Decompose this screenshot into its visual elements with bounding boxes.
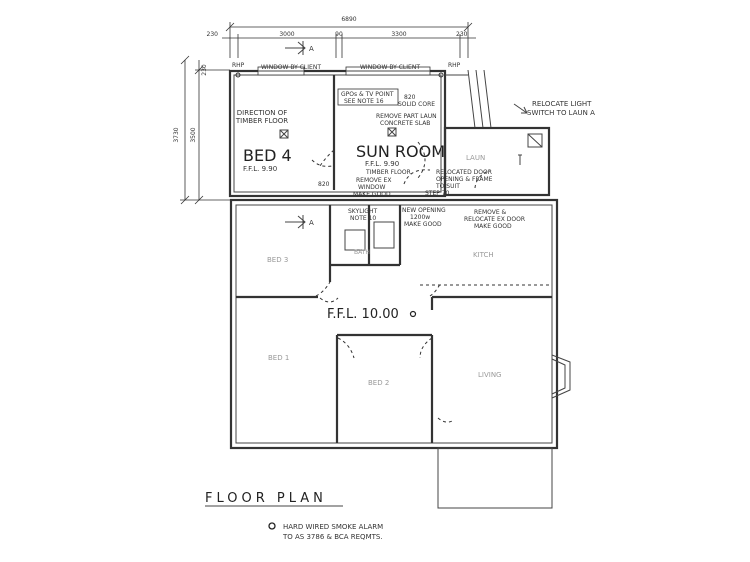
vert-small-dimension: 230 bbox=[201, 64, 208, 76]
note-remove-door-3: MAKE GOOD bbox=[474, 223, 512, 230]
room-label-bed1: BED 1 bbox=[268, 354, 289, 362]
extension-walls bbox=[228, 66, 492, 198]
light-point-sunroom bbox=[387, 127, 397, 137]
note-new-opening-2: 1200w bbox=[410, 214, 430, 221]
note-remove-door-2: RELOCATE EX DOOR bbox=[464, 216, 525, 223]
note-remove-window-3: MAKE GOOD bbox=[353, 191, 391, 198]
note-dim-820-left: 820 bbox=[318, 181, 330, 188]
bed4-width-dimension: 3000 bbox=[279, 31, 294, 38]
note-timber-floor-sun: TIMBER FLOOR bbox=[365, 169, 411, 176]
smoke-alarm-symbol bbox=[409, 310, 417, 318]
main-house-walls bbox=[229, 198, 571, 509]
note-remove-slab-2: CONCRETE SLAB bbox=[380, 120, 430, 127]
note-gpo-1: GPOs & TV POINT bbox=[341, 91, 394, 98]
room-label-sun-room: SUN ROOM bbox=[356, 142, 445, 161]
note-rhp-left: RHP bbox=[232, 62, 245, 69]
legend-smoke-alarm-symbol bbox=[268, 522, 276, 530]
sun-room-ffl: F.F.L. 9.90 bbox=[365, 160, 399, 168]
note-dim-820-top: 820 bbox=[404, 94, 416, 101]
note-relocate-light-1: RELOCATE LIGHT bbox=[532, 100, 592, 108]
note-timber-floor-1: DIRECTION OF bbox=[237, 109, 287, 117]
note-skylight-1: SKYLIGHT bbox=[348, 208, 377, 215]
bed4-ffl: F.F.L. 9.90 bbox=[243, 165, 277, 173]
section-marker-top: A bbox=[285, 41, 314, 55]
room-label-living: LIVING bbox=[478, 371, 501, 379]
vert-outer-dimension: 3730 bbox=[173, 127, 180, 142]
note-remove-slab-1: REMOVE PART LAUN bbox=[376, 113, 437, 120]
section-marker-label: A bbox=[309, 45, 314, 53]
note-relocated-door-1: RELOCATED DOOR bbox=[436, 169, 492, 176]
light-point-bed4 bbox=[279, 129, 289, 139]
legend-line-1: HARD WIRED SMOKE ALARM bbox=[283, 523, 383, 531]
plan-title: FLOOR PLAN bbox=[205, 491, 327, 506]
note-remove-window-1: REMOVE EX bbox=[356, 177, 391, 184]
note-gpo-2: SEE NOTE 16 bbox=[344, 98, 384, 105]
note-skylight-2: NOTE 10 bbox=[350, 215, 376, 222]
legend-line-2: TO AS 3786 & BCA REQMTS. bbox=[282, 533, 383, 541]
top-dimensions: 6890 230 3000 90 3300 230 bbox=[207, 16, 476, 58]
sun-width-dimension: 3300 bbox=[391, 31, 406, 38]
note-new-opening-3: MAKE GOOD bbox=[404, 221, 442, 228]
note-relocate-light-2: SWITCH TO LAUN A bbox=[527, 109, 595, 117]
room-label-kitchen: KITCH bbox=[473, 251, 494, 259]
main-ffl-label: F.F.L. 10.00 bbox=[327, 307, 399, 322]
note-relocated-door-2: OPENING & FRAME bbox=[436, 176, 493, 183]
note-remove-window-2: WINDOW bbox=[358, 184, 386, 191]
room-label-laundry: LAUN bbox=[466, 154, 485, 162]
left-dimensions: 230 3730 3500 bbox=[173, 55, 230, 205]
note-solid-core: SOLID CORE bbox=[398, 101, 435, 108]
room-label-bath: BATH bbox=[354, 249, 370, 256]
note-timber-floor-2: TIMBER FLOOR bbox=[235, 117, 288, 125]
note-new-opening-1: NEW OPENING bbox=[402, 207, 446, 214]
room-label-bed2: BED 2 bbox=[368, 379, 389, 387]
vert-inner-dimension: 3500 bbox=[190, 127, 197, 142]
note-window-right: WINDOW BY CLIENT bbox=[360, 64, 420, 71]
note-step: STEP 70 bbox=[425, 190, 450, 197]
mid-wall-dimension: 90 bbox=[335, 31, 343, 38]
note-window-left: WINDOW BY CLIENT bbox=[261, 64, 321, 71]
overall-dimension: 6890 bbox=[341, 16, 356, 23]
room-label-bed4: BED 4 bbox=[243, 146, 292, 165]
note-remove-door-1: REMOVE & bbox=[474, 209, 507, 216]
left-end-dimension: 230 bbox=[207, 31, 219, 38]
right-end-dimension: 230 bbox=[456, 31, 468, 38]
note-rhp-right: RHP bbox=[448, 62, 461, 69]
note-relocated-door-3: TO SUIT bbox=[435, 183, 460, 190]
laundry-room bbox=[443, 103, 551, 197]
section-marker-label: A bbox=[309, 219, 314, 227]
room-label-bed3: BED 3 bbox=[267, 256, 288, 264]
section-marker-bottom: A bbox=[285, 215, 314, 229]
